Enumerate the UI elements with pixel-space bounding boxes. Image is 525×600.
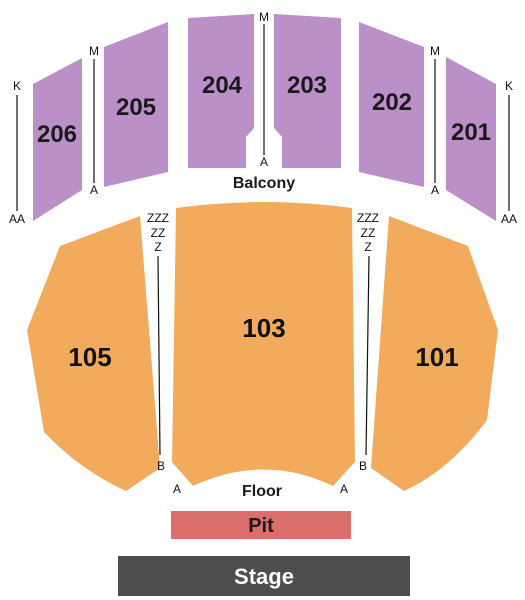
section-202[interactable] bbox=[359, 22, 424, 187]
row-label-right-z: Z bbox=[364, 240, 371, 254]
row-label-left-inner-bottom: A bbox=[90, 183, 98, 197]
row-label-left-zzz: ZZZ bbox=[147, 211, 169, 225]
section-205[interactable] bbox=[104, 22, 168, 187]
section-203[interactable] bbox=[274, 14, 341, 168]
row-label-left-zz: ZZ bbox=[151, 226, 166, 240]
row-label-right-a: A bbox=[340, 482, 348, 496]
section-204[interactable] bbox=[188, 14, 254, 168]
row-label-right-outer-top: K bbox=[505, 79, 513, 93]
section-105-label: 105 bbox=[68, 342, 111, 372]
floor-label: Floor bbox=[242, 483, 282, 500]
stage-label: Stage bbox=[234, 564, 294, 589]
row-label-right-inner-top: M bbox=[430, 44, 440, 58]
section-206[interactable] bbox=[33, 58, 82, 221]
row-label-right-b: B bbox=[359, 459, 367, 473]
pit-label: Pit bbox=[248, 515, 274, 537]
row-label-right-zzz: ZZZ bbox=[357, 211, 379, 225]
row-label-right-inner-bottom: A bbox=[431, 183, 439, 197]
section-103[interactable] bbox=[172, 202, 355, 486]
row-label-center-bottom: A bbox=[260, 155, 268, 169]
row-label-left-b: B bbox=[157, 459, 165, 473]
section-101[interactable] bbox=[371, 216, 498, 491]
section-203-label: 203 bbox=[287, 72, 327, 99]
section-206-label: 206 bbox=[37, 121, 77, 148]
row-line-floor-left bbox=[157, 255, 161, 456]
row-label-right-outer-bottom: AA bbox=[501, 212, 517, 226]
pit-section[interactable] bbox=[171, 511, 351, 539]
section-103-label: 103 bbox=[242, 313, 285, 343]
section-201-label: 201 bbox=[451, 119, 491, 146]
balcony-label: Balcony bbox=[233, 175, 295, 192]
section-205-label: 205 bbox=[116, 94, 156, 121]
row-label-left-inner-top: M bbox=[89, 44, 99, 58]
row-label-left-outer-top: K bbox=[13, 79, 21, 93]
row-label-left-outer-bottom: AA bbox=[9, 212, 25, 226]
row-label-left-z: Z bbox=[154, 240, 161, 254]
section-201[interactable] bbox=[446, 57, 496, 221]
section-204-label: 204 bbox=[202, 72, 243, 99]
row-label-center-top: M bbox=[259, 10, 269, 24]
stage bbox=[118, 556, 410, 596]
row-label-left-a: A bbox=[173, 482, 181, 496]
row-label-right-zz: ZZ bbox=[361, 226, 376, 240]
section-101-label: 101 bbox=[415, 342, 458, 372]
section-202-label: 202 bbox=[372, 89, 412, 116]
section-105[interactable] bbox=[27, 216, 160, 491]
row-line-floor-right bbox=[365, 255, 370, 456]
